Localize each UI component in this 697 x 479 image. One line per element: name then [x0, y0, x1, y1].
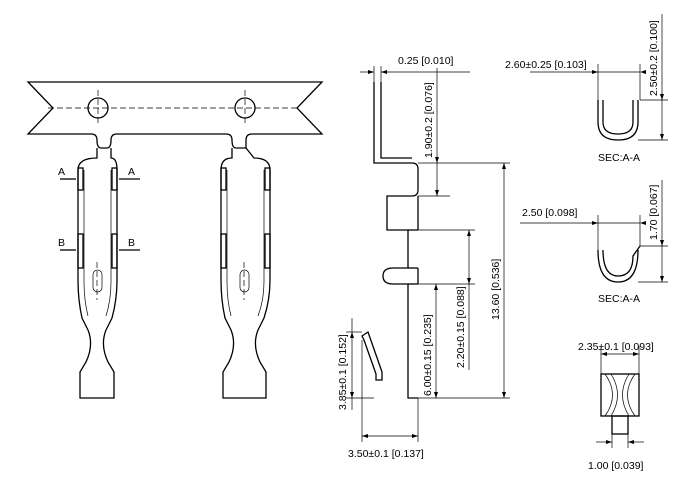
dim-sec1-width: 2.60±0.25 [0.103]: [505, 59, 587, 71]
spring-contact: [361, 330, 383, 381]
dim-tab-height: 1.90±0.2 [0.076]: [423, 82, 435, 158]
section-a-right-label: A: [128, 166, 135, 178]
terminal-left: [77, 148, 118, 399]
dim-sec2-height: 1.70 [0.067]: [648, 184, 660, 240]
dim-overall-length: 13.60 [0.536]: [490, 259, 502, 320]
dim-pin-width: 1.00 [0.039]: [588, 460, 644, 472]
dim-sec1-height: 2.50±0.2 [0.100]: [648, 20, 660, 96]
section-marker-a: A A: [58, 166, 140, 180]
dim-end-width: 2.35±0.1 [0.093]: [578, 341, 654, 353]
dim-thickness: 0.25 [0.010]: [398, 55, 454, 67]
dim-lower-length: 6.00±0.15 [0.235]: [422, 314, 434, 396]
section-b-left-label: B: [58, 237, 65, 249]
section-marker-b: B B: [58, 237, 140, 251]
dim-slot-offset: 2.20±0.15 [0.088]: [455, 286, 467, 368]
side-view: 0.25 [0.010] 1.90±0.2 [0.076] 13.60 [0.5…: [337, 55, 510, 460]
front-view-terminals: A A B B: [26, 81, 324, 399]
section-2-title: SEC:A-A: [598, 293, 640, 305]
end-view: 2.35±0.1 [0.093] 1.00 [0.039]: [578, 341, 654, 472]
dim-spring-width: 3.50±0.1 [0.137]: [348, 448, 424, 460]
section-b-right-label: B: [128, 237, 135, 249]
section-a-left-label: A: [58, 166, 65, 178]
carrier-strip: [26, 81, 324, 149]
side-profile: [373, 82, 419, 399]
section-view-2: 2.50 [0.098] 1.70 [0.067] SEC:A-A: [520, 180, 668, 305]
dim-sec2-width: 2.50 [0.098]: [522, 207, 578, 219]
terminal-right: [220, 147, 271, 399]
section-1-title: SEC:A-A: [598, 152, 640, 164]
dim-spring-height: 3.85±0.1 [0.152]: [337, 334, 349, 410]
section-view-1: 2.60±0.25 [0.103] 2.50±0.2 [0.100] SEC:A…: [505, 14, 668, 164]
